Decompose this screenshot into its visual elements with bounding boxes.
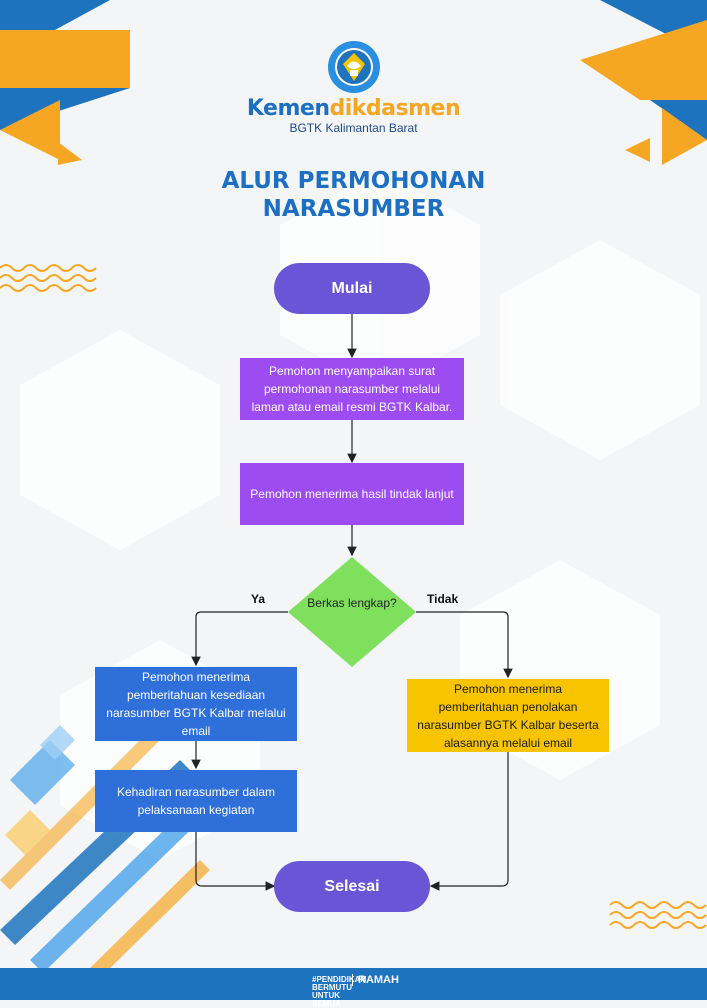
footer-bar: #PENDIDIKAN BERMUTU UNTUK SEMUA RAMAH <box>0 968 707 1008</box>
footer-ramah: RAMAH <box>352 974 399 986</box>
tut-wuri-handayani-logo-icon <box>327 41 380 93</box>
decision-label: Berkas lengkap? <box>307 596 397 610</box>
brand-name: Kemendikdasmen <box>0 96 707 121</box>
no-step1-node: Pemohon menerima pemberitahuan penolakan… <box>407 679 609 752</box>
start-node: Mulai <box>274 263 430 314</box>
step2-node: Pemohon menerima hasil tindak lanjut <box>240 463 464 525</box>
title-line2: NARASUMBER <box>262 196 445 222</box>
arrow-decision-yes <box>191 611 288 667</box>
decision-diamond <box>288 557 416 667</box>
step1-node: Pemohon menyampaikan surat permohonan na… <box>240 358 464 420</box>
arrow-no1-to-end <box>429 752 509 891</box>
office-name: BGTK Kalimantan Barat <box>289 121 418 135</box>
end-node: Selesai <box>274 861 430 912</box>
footer-tagline: #PENDIDIKAN BERMUTU UNTUK SEMUA <box>312 975 367 1008</box>
title-line1: ALUR PERMOHONAN <box>221 168 486 194</box>
yes-step1-node: Pemohon menerima pemberitahuan kesediaan… <box>95 667 297 741</box>
logo <box>0 40 707 99</box>
arrow-yes2-to-end <box>195 832 276 891</box>
no-label: Tidak <box>427 592 459 606</box>
arrow-decision-no <box>416 611 513 679</box>
yes-label: Ya <box>251 592 266 606</box>
yes-step2-node: Kehadiran narasumber dalam pelaksanaan k… <box>95 770 297 832</box>
page-title: ALUR PERMOHONAN NARASUMBER <box>0 167 707 223</box>
brand-part1: Kemen <box>246 96 330 121</box>
brand-part2: dikdasmen <box>329 96 461 121</box>
